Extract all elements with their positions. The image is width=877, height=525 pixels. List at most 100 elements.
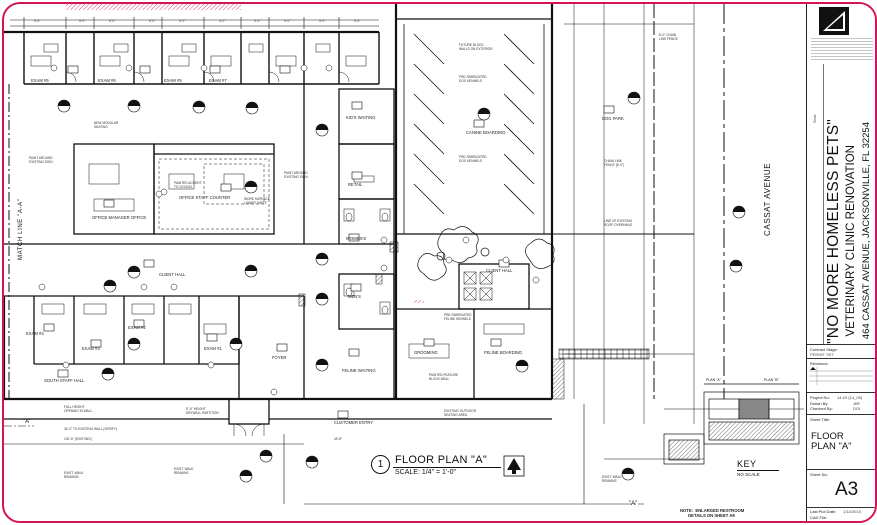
project-name: "NO MORE HOMELESS PETS" [825,119,842,344]
svg-text:EXIST. WALK: EXIST. WALK [602,475,622,479]
room-label: OFFICE STAFF COUNTER [179,195,230,200]
svg-text:LINK FENCE: LINK FENCE [659,37,678,41]
sheet-number-box: Sheet No: [807,469,875,510]
landscape-trees [417,226,555,281]
grid-a-left: "A" [23,419,32,425]
room-labels: EXAM #5 EXAM #6 EXAM #5 EXAM #7 KID'S WA… [26,78,624,425]
svg-text:REMAINS: REMAINS [174,471,189,475]
room-label: WOMEN'S [346,236,366,241]
svg-text:CHAIN LINK: CHAIN LINK [604,159,623,163]
svg-text:EXIST. WALK: EXIST. WALK [64,471,84,475]
svg-text:REMAINS: REMAINS [64,475,79,479]
svg-text:BLOCK WALL: BLOCK WALL [429,377,449,381]
svg-text:REMAINS: REMAINS [602,479,617,483]
svg-text:PAINT AROUND: PAINT AROUND [29,156,53,160]
room-label: DOG PARK [602,116,624,121]
top-dimension-lines [10,17,379,29]
svg-text:FENCE (6'-0"): FENCE (6'-0") [604,163,624,167]
svg-text:3'-0": 3'-0" [319,19,325,23]
svg-text:ROOF OVERHANG: ROOF OVERHANG [604,223,633,227]
exam-rooms-top [23,32,380,85]
room-label: EXAM #3 [82,346,100,351]
room-label: OFFICE MANAGER OFFICE [92,215,146,220]
svg-text:5'-0": 5'-0" [79,19,85,23]
svg-text:FUTURE BLOCK: FUTURE BLOCK [459,43,484,47]
svg-text:NEW MODULAR: NEW MODULAR [94,121,119,125]
exterior-walls [4,4,554,401]
key-plan [663,383,800,465]
svg-text:SEATING: SEATING [94,125,108,129]
svg-text:LINE OF EXISTING: LINE OF EXISTING [604,219,633,223]
key-underline [737,470,779,471]
room-label: CLIENT HALL [486,268,513,273]
sheet-number: A3 [835,479,859,500]
room-label: CUSTOMER ENTRY [334,420,373,425]
svg-text:PAINTED FEATURE: PAINTED FEATURE [429,373,458,377]
svg-text:EXISTING SIGN: EXISTING SIGN [284,175,308,179]
svg-text:WALLS ON EXTERIOR: WALLS ON EXTERIOR [459,47,493,51]
red-marker [414,300,424,303]
room-label: EXAM #2 [128,325,146,330]
svg-text:102'-6" (EXISTING): 102'-6" (EXISTING) [64,437,92,441]
dog-park-lines [564,4,695,424]
office-ceiling-dashed [158,158,270,230]
svg-text:PRE-FABRICATED: PRE-FABRICATED [444,313,472,317]
project-subtitle: VETERINARY CLINIC RENOVATION [845,144,857,337]
room-label: EXAM #7 [209,78,227,83]
svg-text:TO CEILING: TO CEILING [174,185,193,189]
plan-scale: SCALE: 1/4" = 1'-0" [395,469,456,476]
room-label: FELINE WAITING [342,368,376,373]
svg-text:PRE-FABRICATED: PRE-FABRICATED [459,75,487,79]
keyplan-dim-b: PLAN "B" [764,378,779,382]
room-label: EXAM #5 [31,78,49,83]
grid-a-right: "A" [629,501,638,507]
match-line-label: MATCH LINE "A-A" [18,198,24,260]
title-block: Seal: "NO MORE HOMELESS PETS" VETERINARY… [806,4,875,521]
entry-vestibule [4,398,552,425]
svg-text:49'-8": 49'-8" [334,437,342,441]
project-address: 464 CASSAT AVENUE, JACKSONVILLE, FL 3225… [861,121,872,339]
contract-stage: Contract Stage: PERMIT SET [807,344,875,359]
plot-info: Last Plot Date: 1/14/2015 CAD File: [807,507,875,521]
svg-text:5'-0": 5'-0" [254,19,260,23]
key-block: KEY NO SCALE [737,459,779,477]
svg-text:FULL HEIGHT: FULL HEIGHT [64,405,85,409]
canine-boarding-walls [396,18,552,235]
plan-title-underline [393,467,501,468]
dog-park-fence [552,4,725,399]
room-label: EXAM #5 [164,78,182,83]
center-rooms [303,84,395,330]
room-label: EXAM #6 [98,78,116,83]
svg-text:5'-0": 5'-0" [109,19,115,23]
svg-text:EXIST. WALK: EXIST. WALK [174,467,194,471]
firm-fine-print [811,38,873,62]
client-hall-right-walls [396,263,552,399]
svg-text:5'-0": 5'-0" [149,19,155,23]
section-callout-fills [58,92,745,476]
restroom-note: NOTE: ENLARGED RESTROOM DETAILS ON SHEET… [680,508,745,518]
exam-room-furniture [30,43,367,83]
room-label: KID'S WAITING [346,115,376,120]
svg-text:3'-0": 3'-0" [34,19,40,23]
grid-line-a [4,425,644,505]
svg-text:4'-0": 4'-0" [354,19,360,23]
revisions: Revisions: [807,358,875,393]
existing-roof-hatch [66,4,241,10]
plan-title: FLOOR PLAN "A" [395,454,488,466]
svg-text:WORK SURFACE: WORK SURFACE [244,197,270,201]
hatched-columns [298,241,565,400]
office-walls [73,143,275,235]
room-label: CANINE BOARDING [466,130,505,135]
svg-text:OPENING IN WALL: OPENING IN WALL [64,409,92,413]
street-name-label: CASSAT AVENUE [763,162,772,236]
plan-number: 1 [371,455,390,474]
room-number-tags [43,65,615,419]
entry-doors [233,423,265,437]
svg-text:EXISTING SIGN: EXISTING SIGN [29,160,53,164]
room-label: CLIENT HALL [159,272,186,277]
room-label: MEN'S [348,294,361,299]
revision-table [809,367,873,385]
svg-text:5'-0": 5'-0" [179,19,185,23]
